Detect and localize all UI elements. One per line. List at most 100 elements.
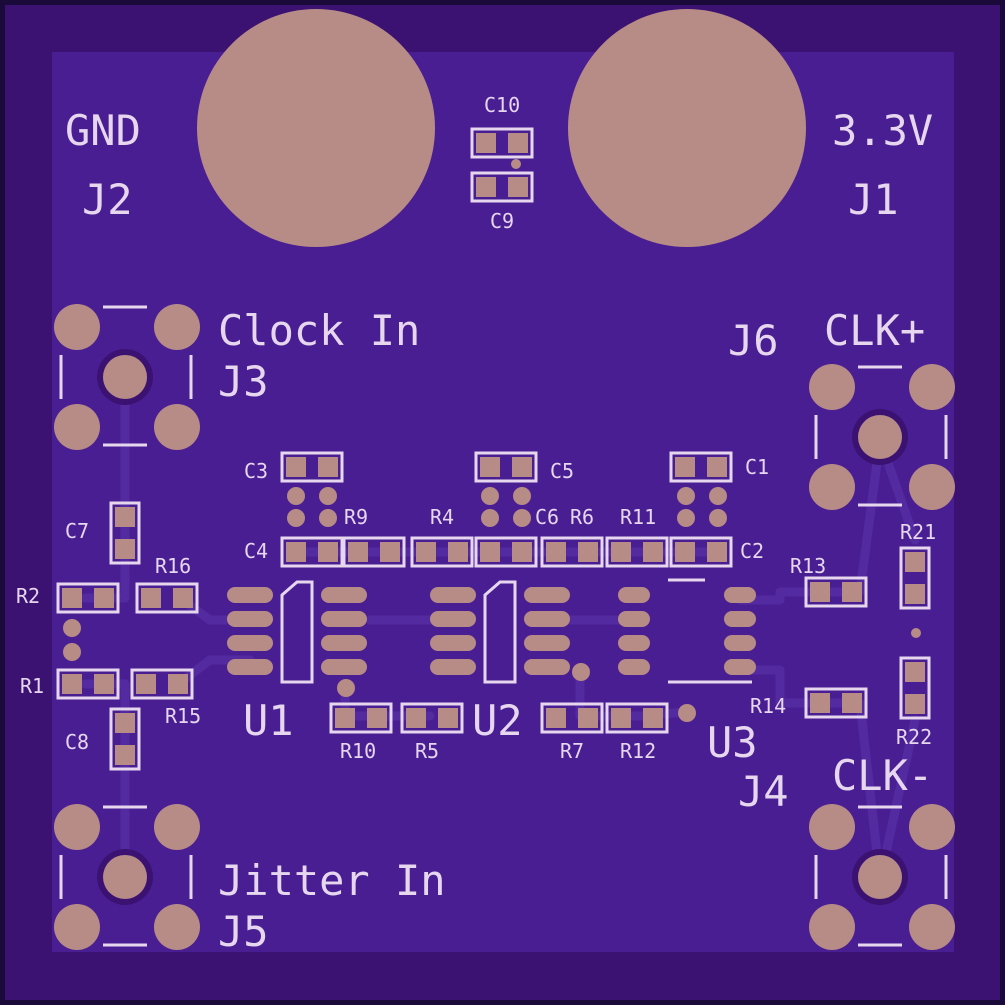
- r16-pad-2: [173, 588, 193, 608]
- j4-ground-pad-1: [809, 804, 855, 850]
- u2-pin-8: [524, 587, 570, 603]
- r4-footprint[interactable]: [410, 536, 474, 568]
- j2-label: GND: [65, 106, 141, 155]
- r21-footprint[interactable]: [899, 546, 931, 610]
- j4-signal-pad[interactable]: [858, 855, 902, 899]
- r10-pad-1: [335, 708, 355, 728]
- c9-footprint[interactable]: [470, 171, 534, 203]
- c9-silk-outline: [470, 171, 534, 203]
- u2-footprint[interactable]: [430, 580, 570, 684]
- c8-pad-1: [115, 713, 135, 733]
- u2-label: U2: [472, 696, 523, 745]
- u3-pin-7: [724, 611, 756, 627]
- u3-pin-3: [618, 635, 650, 651]
- c5-label: C5: [550, 459, 574, 483]
- r6-footprint[interactable]: [540, 536, 604, 568]
- r22-footprint[interactable]: [899, 656, 931, 720]
- c10-silk-outline: [470, 127, 534, 159]
- j6-ground-pad-3: [809, 464, 855, 510]
- j6-ground-pad-2: [909, 364, 955, 410]
- u3-label: U3: [707, 718, 758, 767]
- r6-silk-outline: [540, 536, 604, 568]
- j6-signal-pad[interactable]: [858, 415, 902, 459]
- r7-label: R7: [560, 739, 584, 763]
- r5-label: R5: [415, 739, 439, 763]
- c10-footprint[interactable]: [470, 127, 534, 159]
- j6-ground-pad-4: [909, 464, 955, 510]
- r14-pad-2: [842, 693, 862, 713]
- j5-ground-pad-1: [54, 804, 100, 850]
- j2-pad[interactable]: [197, 9, 435, 247]
- c6-footprint[interactable]: [474, 536, 538, 568]
- r13-footprint[interactable]: [804, 576, 868, 608]
- c5-footprint[interactable]: [474, 451, 538, 483]
- J2-connector[interactable]: [197, 9, 435, 247]
- via: [481, 487, 499, 505]
- r9-silk-outline: [342, 536, 406, 568]
- j4-sma-connector[interactable]: [809, 804, 955, 950]
- j5-sma-connector[interactable]: [54, 804, 200, 950]
- c5-pad-2: [512, 457, 532, 477]
- c1-silk-outline: [669, 451, 733, 483]
- r6-label: R6: [570, 505, 594, 529]
- c2-footprint[interactable]: [669, 536, 733, 568]
- r15-footprint[interactable]: [130, 668, 194, 700]
- c3-footprint[interactable]: [280, 451, 344, 483]
- j3-sma-connector[interactable]: [54, 304, 200, 450]
- r16-pad-1: [141, 588, 161, 608]
- r15-silk-outline: [130, 668, 194, 700]
- via: [287, 509, 305, 527]
- c7-pad-2: [115, 539, 135, 559]
- c4-footprint[interactable]: [280, 536, 344, 568]
- c8-label: C8: [65, 730, 89, 754]
- r12-footprint[interactable]: [605, 702, 669, 734]
- c1-pad-2: [707, 457, 727, 477]
- u1-pin-6: [321, 635, 367, 651]
- u3-pin-1: [618, 587, 650, 603]
- r9-footprint[interactable]: [342, 536, 406, 568]
- u2-body-outline: [483, 580, 517, 684]
- c8-footprint[interactable]: [109, 707, 141, 771]
- r21-pad-2: [905, 584, 925, 604]
- c3-silk-outline: [280, 451, 344, 483]
- r14-footprint[interactable]: [804, 687, 868, 719]
- j5-signal-pad[interactable]: [103, 855, 147, 899]
- c10-pad-1: [476, 133, 496, 153]
- r9-pad-1: [348, 542, 368, 562]
- r9-pad-2: [380, 542, 400, 562]
- r5-footprint[interactable]: [400, 702, 464, 734]
- r21-label: R21: [900, 520, 936, 544]
- u3-footprint[interactable]: [618, 578, 756, 684]
- r7-footprint[interactable]: [540, 702, 604, 734]
- trace-u3-out2: [735, 665, 885, 885]
- r7-silk-outline: [540, 702, 604, 734]
- u3-pin-2: [618, 611, 650, 627]
- j6-ground-pad-1: [809, 364, 855, 410]
- u3-pin-4: [618, 659, 650, 675]
- r10-footprint[interactable]: [329, 702, 393, 734]
- r2-pad-1: [62, 588, 82, 608]
- r14-label: R14: [750, 694, 786, 718]
- r11-footprint[interactable]: [605, 536, 669, 568]
- J1-connector[interactable]: [568, 9, 806, 247]
- via: [513, 487, 531, 505]
- j1-pad[interactable]: [568, 9, 806, 247]
- r16-footprint[interactable]: [135, 582, 199, 614]
- j3-signal-pad[interactable]: [103, 355, 147, 399]
- c7-footprint[interactable]: [109, 501, 141, 565]
- c5-silk-outline: [474, 451, 538, 483]
- r1-label: R1: [20, 674, 44, 698]
- r2-footprint[interactable]: [56, 582, 120, 614]
- j6-sma-connector[interactable]: [809, 364, 955, 510]
- r22-label: R22: [896, 725, 932, 749]
- j6-name: J6: [728, 316, 779, 365]
- r10-pad-2: [367, 708, 387, 728]
- r1-footprint[interactable]: [56, 668, 120, 700]
- smd-parts: [56, 127, 931, 771]
- r6-pad-1: [546, 542, 566, 562]
- u1-footprint[interactable]: [227, 580, 367, 684]
- r13-label: R13: [790, 554, 826, 578]
- via: [63, 619, 81, 637]
- c1-footprint[interactable]: [669, 451, 733, 483]
